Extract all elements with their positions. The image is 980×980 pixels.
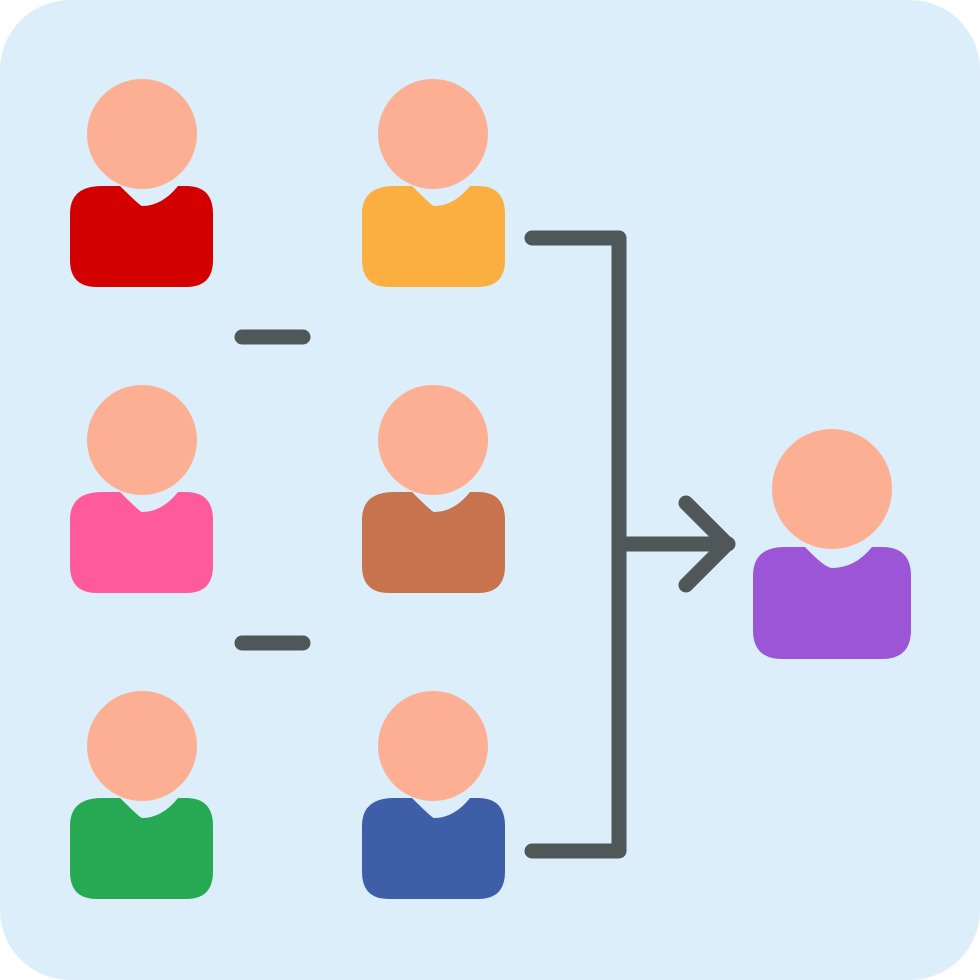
- person-red-shirt: [70, 186, 213, 287]
- person-green: [70, 691, 213, 899]
- person-blue: [362, 691, 505, 899]
- person-pink-head: [87, 385, 197, 495]
- person-orange-head: [378, 79, 488, 189]
- person-red: [70, 79, 213, 287]
- person-blue-head: [378, 691, 488, 801]
- person-orange-shirt: [362, 186, 505, 287]
- person-green-head: [87, 691, 197, 801]
- arrow-head-icon: [678, 495, 735, 593]
- person-orange: [362, 79, 505, 287]
- person-brown-shirt: [362, 492, 505, 593]
- person-blue-shirt: [362, 798, 505, 899]
- person-brown-head: [378, 385, 488, 495]
- person-pink: [70, 385, 213, 593]
- person-brown: [362, 385, 505, 593]
- person-pink-shirt: [70, 492, 213, 593]
- person-red-head: [87, 79, 197, 189]
- person-purple-shirt: [753, 547, 911, 659]
- person-purple-result: [753, 429, 911, 659]
- person-purple-head: [772, 429, 892, 549]
- person-green-shirt: [70, 798, 213, 899]
